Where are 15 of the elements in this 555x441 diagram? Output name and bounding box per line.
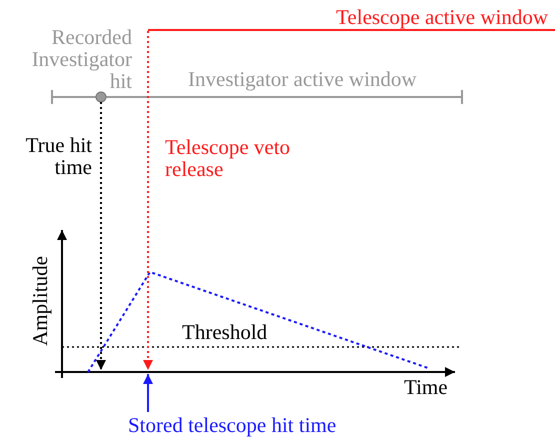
hit-marker [96,92,106,102]
arrow [143,31,153,370]
window-line [148,29,555,31]
window-label: Investigator active window [188,68,417,90]
axis-label: Time [404,376,448,398]
hit-time-label: Stored telescope hit time [128,414,336,436]
x-axis [55,367,455,377]
threshold-label: Threshold [182,321,268,343]
hit-caption: Recorded Investigator hit [30,26,132,92]
axis-label: Amplitude [29,255,51,348]
annotation-text: True hit time [24,134,92,178]
window-label: Telescope active window [335,6,548,28]
arrow [143,374,153,412]
annotation-text: Telescope veto release [165,136,292,180]
arrow [96,102,106,370]
